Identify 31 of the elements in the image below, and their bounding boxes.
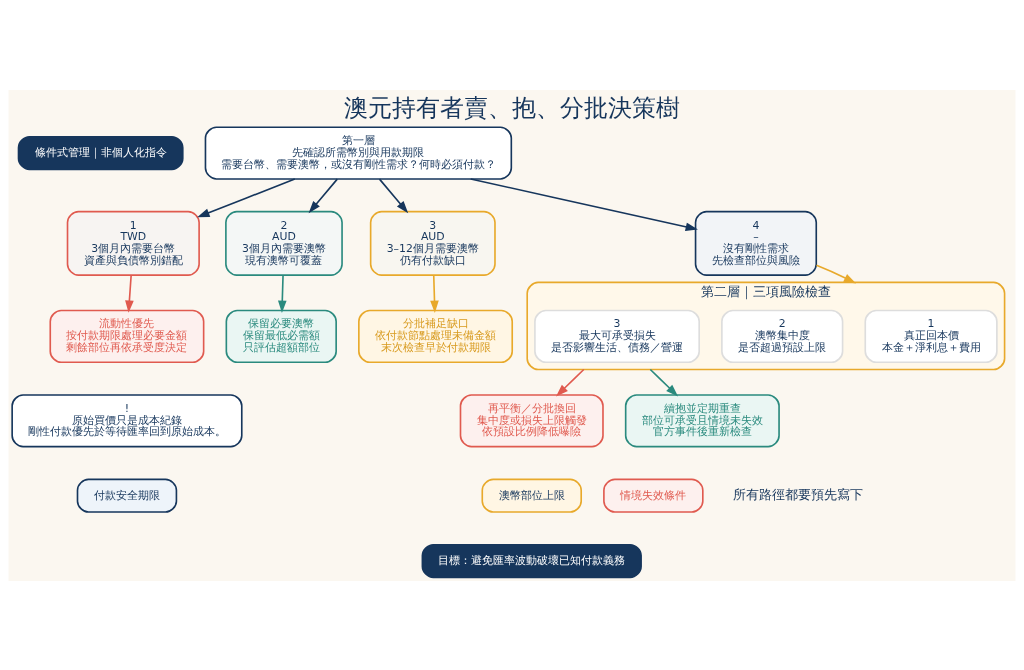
- arrow: [277, 273, 287, 313]
- node-box: 2 澳幣集中度 是否超過預設上限: [721, 309, 844, 363]
- node-box: 澳幣部位上限: [481, 478, 582, 513]
- arrow: [649, 368, 679, 396]
- node-box: 1 真正回本價 本金＋淨利息＋費用: [864, 309, 998, 363]
- node-box: 付款安全期限: [76, 478, 178, 513]
- node-box: 目標：避免匯率波動破壞已知付款義務: [421, 543, 642, 578]
- diagram-title: 澳元持有者賣、抱、分批決策樹: [344, 93, 680, 122]
- node-box: 第一層 先確認所需幣別與用款期限 需要台幣、需要澳幣，或沒有剛性需求？何時必須付款？: [204, 125, 513, 180]
- arrow: [815, 264, 857, 284]
- node-box: 3 AUD 3–12個月需要澳幣 仍有付款缺口: [369, 210, 496, 276]
- node-box: 流動性優先 按付款期限處理必要金額 剩餘部位再依承受度決定: [49, 309, 205, 363]
- node-box: 情境失效條件: [603, 478, 704, 513]
- node-box: 條件式管理｜非個人化指令: [17, 135, 184, 170]
- node-box: 分批補足缺口 依付款節點處理未備金額 末次檢查早於付款期限: [358, 309, 514, 363]
- node-box: 保留必要澳幣 保留最低必需額 只評估超額部位: [225, 309, 337, 363]
- arrow: [469, 177, 698, 231]
- node-box: ! 原始買價只是成本紀錄 剛性付款優先於等待匯率回到原始成本。: [11, 393, 243, 447]
- node-box: 再平衡／分批換回 集中度或損失上限觸發 依預設比例降低曝險: [459, 393, 604, 447]
- node-box: 續抱並定期重查 部位可承受且情境未失效 官方事件後重新檢查: [624, 393, 780, 447]
- arrow: [556, 368, 585, 396]
- label: 所有路徑都要預先寫下: [732, 486, 863, 502]
- arrow: [378, 177, 409, 213]
- arrow: [197, 177, 296, 217]
- node-box: 3 最大可承受損失 是否影響生活、債務／營運: [534, 309, 700, 363]
- arrow: [308, 177, 339, 213]
- node-box: 4 – 沒有剛性需求 先檢查部位與風險: [694, 210, 818, 276]
- node-box: 1 TWD 3個月內需要台幣 資產與負債幣別錯配: [66, 210, 200, 276]
- node-box: 2 AUD 3個月內需要澳幣 現有澳幣可覆蓋: [225, 210, 343, 276]
- arrow: [430, 273, 439, 313]
- arrow: [125, 273, 134, 313]
